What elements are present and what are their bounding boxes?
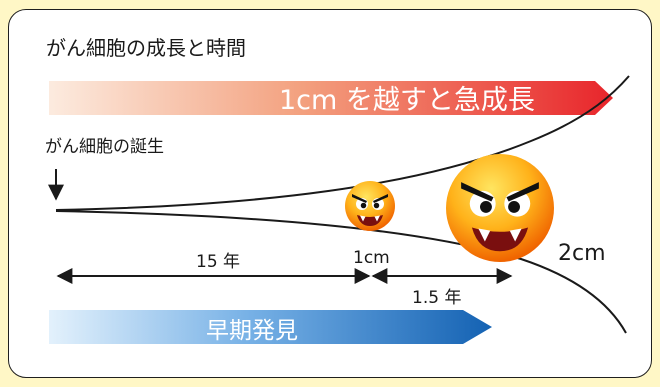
growth-curve-upper bbox=[55, 75, 630, 211]
birth-label: がん細胞の誕生 bbox=[45, 137, 164, 157]
diagram-canvas: がん細胞の成長と時間 1cm を越すと急成長 がん細胞の誕生 1cm 2cm 1… bbox=[45, 36, 630, 344]
large-tumor-face-icon bbox=[446, 154, 554, 262]
large-tumor-size-label: 2cm bbox=[558, 241, 606, 266]
early-detection-arrow bbox=[49, 310, 492, 344]
early-detection-label: 早期発見 bbox=[206, 318, 298, 344]
span-1-5-years-label: 1.5 年 bbox=[412, 288, 461, 308]
span-15-years-label: 15 年 bbox=[196, 252, 240, 272]
small-tumor-size-label: 1cm bbox=[353, 248, 390, 268]
small-tumor-face-icon bbox=[345, 181, 395, 231]
diagram-title: がん細胞の成長と時間 bbox=[46, 36, 246, 60]
diagram-card: がん細胞の成長と時間 1cm を越すと急成長 がん細胞の誕生 1cm 2cm 1… bbox=[8, 9, 652, 378]
rapid-growth-label: 1cm を越すと急成長 bbox=[279, 85, 535, 116]
rapid-growth-arrow bbox=[49, 81, 613, 115]
